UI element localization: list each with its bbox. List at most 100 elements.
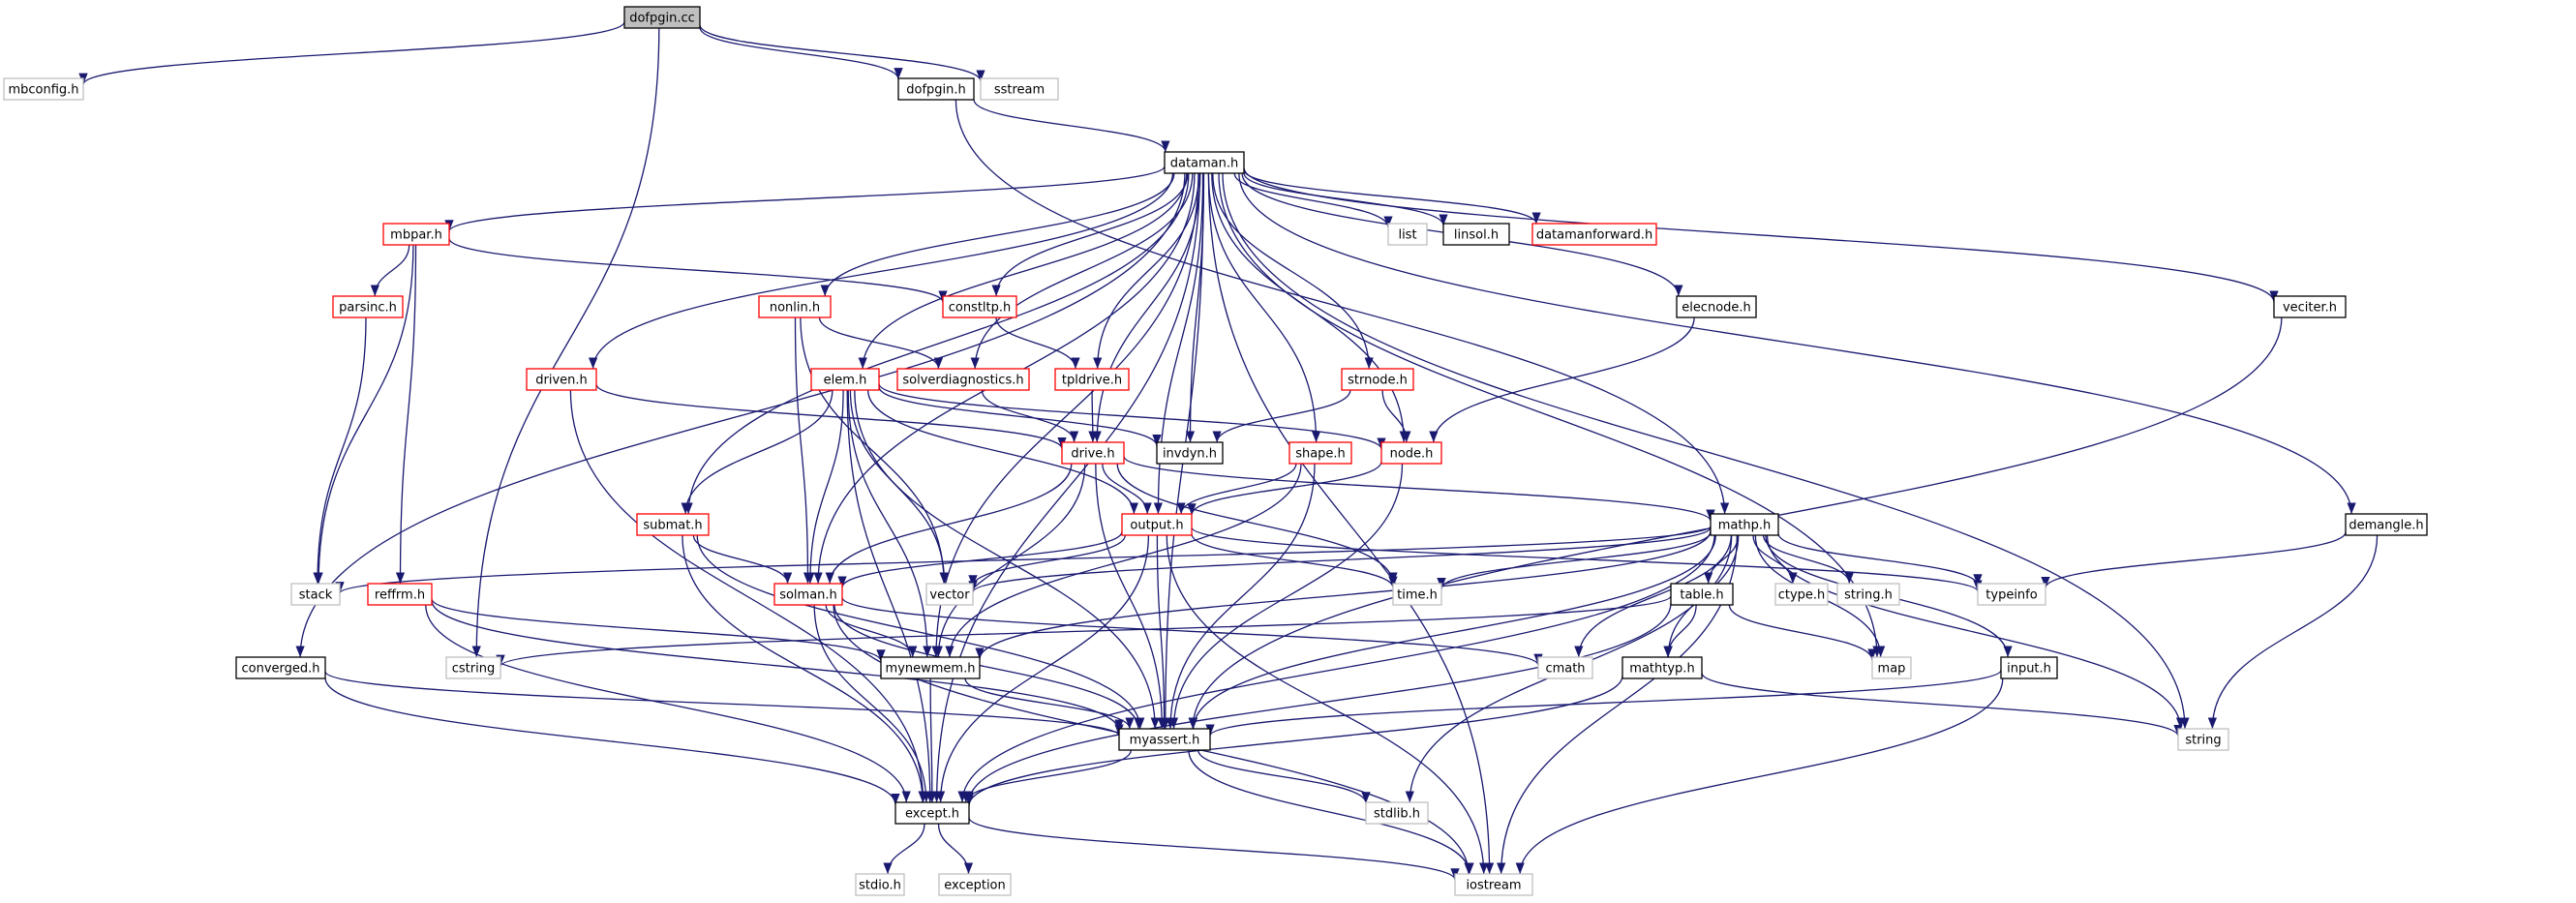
node-iostream: iostream [1454,873,1533,896]
node-nonlin[interactable]: nonlin.h [758,295,832,318]
node-except[interactable]: except.h [894,801,970,825]
node-box [855,873,905,896]
node-cstring: cstring [445,656,501,679]
node-label: linsol.h [1454,228,1499,243]
node-label: myassert.h [1130,734,1200,748]
edge-reffrm-to-mynewmem [431,598,886,662]
node-label: time.h [1397,588,1438,603]
edge-mathp-to-vector [968,527,1712,593]
node-table[interactable]: table.h [1670,583,1734,606]
node-label: reffrm.h [375,588,425,603]
edge-myassert-to-except [961,749,1132,803]
edge-mathp-to-ctype [1752,534,1798,585]
edge-mathtyp-to-string [1701,673,2183,737]
node-input[interactable]: input.h [2000,656,2058,679]
edge-mathp-to-myassert [1189,534,1716,730]
node-box [1365,801,1429,825]
node-box [1531,223,1657,246]
node-label: constltp.h [949,301,1012,316]
edge-output-to-myassert [1156,534,1169,730]
edge-solman-to-myassert [833,604,1143,730]
node-box [3,77,84,101]
edge-dataman-to-iostream [1207,172,1495,875]
node-box [2177,728,2229,751]
node-strnode[interactable]: strnode.h [1341,368,1414,391]
node-demangle[interactable]: demangle.h [2345,513,2428,536]
node-label: iostream [1466,879,1521,893]
edge-mathp-to-mynewmem [975,530,1712,660]
node-dofpgin-h[interactable]: dofpgin.h [897,77,975,101]
node-linsol[interactable]: linsol.h [1442,223,1510,246]
edge-dofpgin_cc-to-mbconfig [78,21,625,85]
edge-dofpgin_h-to-dataman [973,99,1170,153]
edge-dataman-to-nonlin [820,172,1175,297]
edge-elem-to-submat [681,389,833,515]
edge-reffrm-to-myassert [431,600,1124,732]
node-invdyn[interactable]: invdyn.h [1156,441,1224,465]
node-label: shape.h [1295,447,1346,462]
edge-solman-to-except [813,604,931,803]
node-solverdiag[interactable]: solverdiagnostics.h [896,368,1030,391]
node-label: stack [299,588,333,603]
node-label: converged.h [241,662,319,677]
edge-dataman-to-converged [295,172,1186,658]
node-dataman[interactable]: dataman.h [1164,151,1245,174]
node-veciter[interactable]: veciter.h [2273,295,2347,318]
node-label: table.h [1680,588,1723,603]
edge-solverdiag-to-drive [981,389,1079,443]
node-driven[interactable]: driven.h [526,368,597,391]
node-shape[interactable]: shape.h [1288,441,1352,465]
node-mathp[interactable]: mathp.h [1710,513,1779,536]
node-box [1121,513,1193,536]
edge-constltp-to-tpldrive [995,316,1080,370]
edge-mathp-to-string [1766,534,2186,730]
edge-elecnode-to-node [1429,316,1695,443]
node-solman[interactable]: solman.h [773,583,843,606]
node-box [1621,656,1703,679]
node-label: solman.h [779,588,837,603]
node-constltp[interactable]: constltp.h [942,295,1017,318]
edge-output-to-iostream [1166,534,1489,875]
node-datamanforward[interactable]: datamanforward.h [1531,223,1657,246]
node-box [290,583,341,606]
edge-elem-to-output [866,389,1139,515]
edge-dataman-to-shape [1207,172,1321,443]
node-mynewmem[interactable]: mynewmem.h [880,656,981,679]
node-drive[interactable]: drive.h [1061,441,1125,465]
node-label: mbpar.h [390,228,442,243]
edge-drive-to-time [1116,463,1398,585]
node-dofpgin-cc[interactable]: dofpgin.cc [623,6,701,29]
node-elem[interactable]: elem.h [810,368,880,391]
node-time: time.h [1392,583,1442,606]
node-myassert[interactable]: myassert.h [1118,728,1211,751]
edge-submat-to-solman [692,534,793,585]
node-box [1341,368,1414,391]
node-box [897,77,975,101]
node-reffrm[interactable]: reffrm.h [367,583,433,606]
node-output[interactable]: output.h [1121,513,1193,536]
node-box [1454,873,1533,896]
node-box [445,656,501,679]
node-label: nonlin.h [770,301,820,316]
node-converged[interactable]: converged.h [235,656,326,679]
node-box [1442,223,1510,246]
node-parsinc[interactable]: parsinc.h [332,295,404,318]
edge-mbpar-to-reffrm [395,244,417,585]
node-box [636,513,710,536]
node-box [1061,441,1125,465]
node-box [894,801,970,825]
node-label: typeinfo [1985,588,2037,603]
node-box [942,295,1017,318]
node-elecnode[interactable]: elecnode.h [1676,295,1757,318]
node-box [1118,728,1211,751]
node-tpldrive[interactable]: tpldrive.h [1054,368,1130,391]
node-mathtyp[interactable]: mathtyp.h [1621,656,1703,679]
edge-converged-to-myassert [324,671,1124,737]
edge-table-to-mathtyp [1663,604,1697,658]
node-box [235,656,326,679]
node-submat[interactable]: submat.h [636,513,710,536]
node-mbpar[interactable]: mbpar.h [382,223,450,246]
node-box [2345,513,2428,536]
node-box [1871,656,1912,679]
node-node[interactable]: node.h [1380,441,1442,465]
